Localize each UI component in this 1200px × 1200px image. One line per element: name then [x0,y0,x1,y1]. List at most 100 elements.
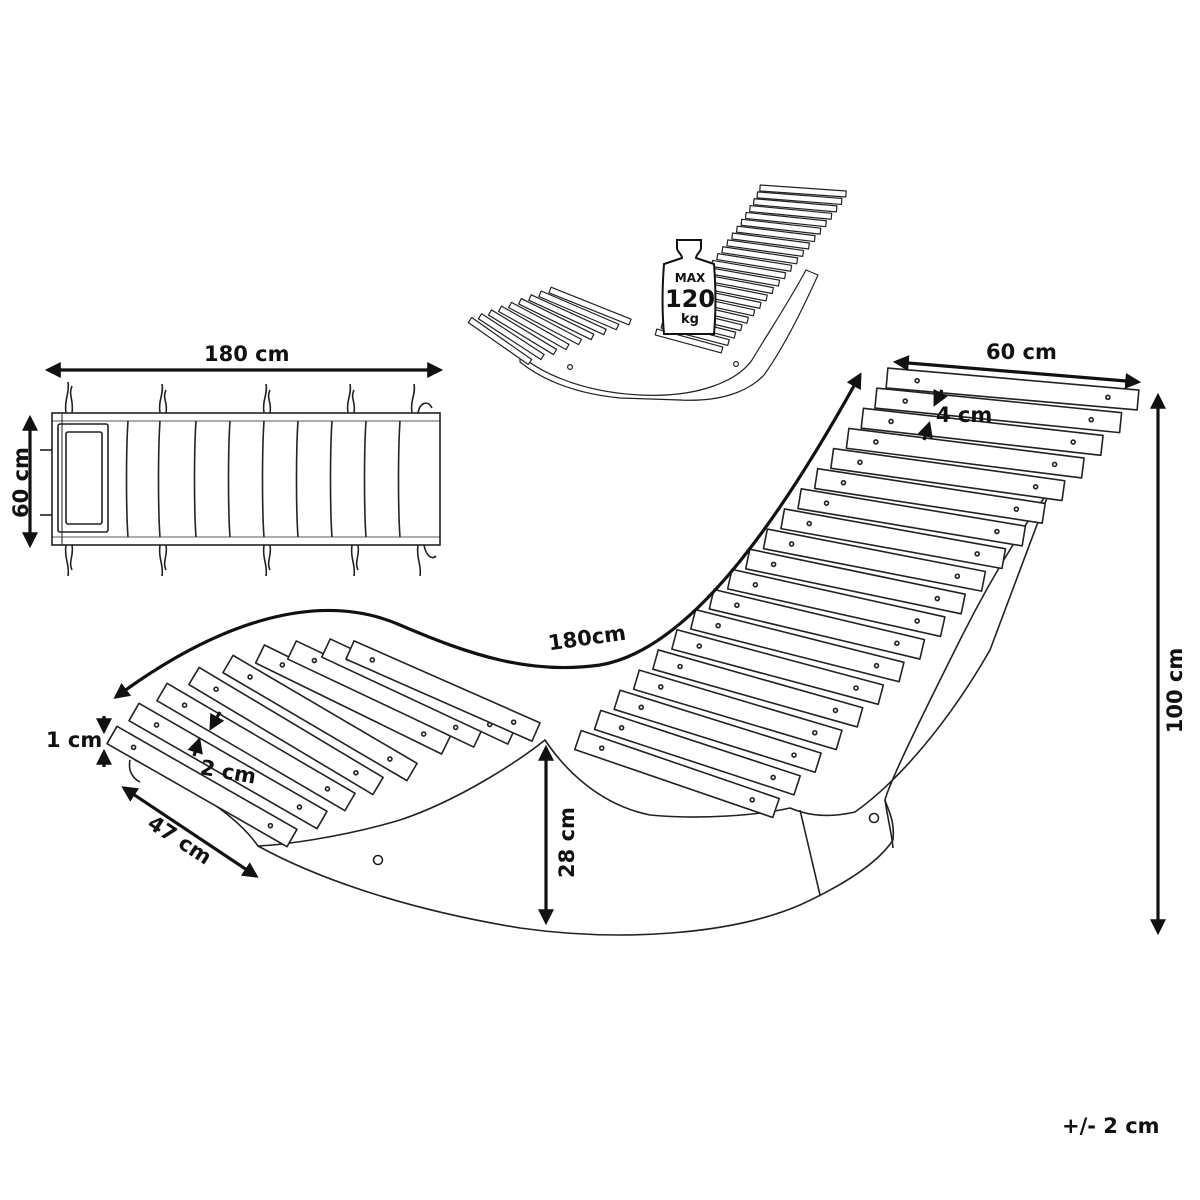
tolerance-label: +/- 2 cm [1062,1114,1160,1138]
slat-screw-hole [974,551,980,557]
backrest-slat [573,729,781,819]
slat-screw-hole [153,722,160,728]
slat-screw-hole [857,459,863,466]
max-load-value: 120 [664,285,716,313]
slat-width-arrow-b [917,420,933,441]
small-backrest-slat [752,198,838,213]
slat-screw-hole [770,774,776,781]
slat-screw-hole [213,686,219,693]
small-seat-slat [497,305,570,351]
slat-screw-hole [296,804,303,810]
slat-screw-hole [806,520,813,527]
small-seat-slat [528,294,607,336]
slat-screw-hole [914,377,920,384]
slat-width-arrow-a [933,388,948,407]
small-backrest-slat [654,328,724,354]
slat-screw-hole [638,704,645,711]
slat-screw-hole [311,657,318,664]
slat-screw-hole [832,707,839,714]
slat-screw-hole [267,822,274,829]
slat-screw-hole [888,418,894,425]
slat-screw-hole [1051,461,1058,468]
small-backrest-slat [759,184,847,198]
small-backrest-slat [756,191,843,206]
slat-screw-hole [598,745,605,751]
cushion-top-view [40,381,441,577]
small-backrest-slat [749,204,833,220]
slat-screw-hole [247,674,253,680]
slat-screw-hole [791,752,797,758]
base-depth-arrow [121,786,259,878]
cushion-length-label: 180 cm [204,342,290,366]
backrest-slat [860,407,1104,457]
slat-screw-hole [324,785,331,792]
slat-screw-hole [618,724,625,731]
slat-screw-hole [1088,416,1095,423]
slat-length-arrow [892,355,1142,389]
slat-thickness-arrow-b [187,736,203,757]
slat-screw-hole [734,602,740,609]
slat-width-label: 4 cm [936,403,993,427]
slat-screw-hole [873,439,879,445]
slat-screw-hole [1070,439,1077,445]
small-seat-slat [487,309,558,356]
slat-screw-hole [840,479,847,486]
slat-screw-hole [770,561,777,568]
total-length-arrow [113,372,862,699]
seat-height-label: 28 cm [554,807,579,878]
weight-icon [661,239,717,335]
small-backrest-slat [716,253,793,272]
small-seat-slat [467,316,533,366]
lounger-perspective-small [467,184,847,401]
slat-screw-hole [902,398,909,404]
small-seat-slat [507,301,583,346]
small-backrest-slat [731,232,810,250]
slat-length-label: 60 cm [986,340,1057,364]
max-load-label: MAX [674,271,706,285]
slat-screw-hole [130,744,137,751]
slat-screw-hole [994,528,1000,535]
slat-screw-hole [353,769,359,776]
small-backrest-slat [721,246,799,265]
dimension-arrows [22,355,1166,936]
slat-screw-hole [823,500,830,506]
small-backrest-slat [735,225,816,243]
slat-screw-hole [420,731,427,737]
slat-gap-label: 1 cm [46,728,103,752]
slat-screw-hole [387,756,393,762]
slat-screw-hole [853,685,859,691]
small-backrest-slat [744,211,827,228]
slat-screw-hole [657,684,664,690]
slat-screw-hole [788,541,795,547]
slat-screw-hole [715,622,721,629]
slat-screw-hole [696,643,703,649]
slat-screw-hole [452,724,459,731]
slat-screw-hole [1105,394,1111,401]
small-backrest-slat [740,218,822,235]
slat-screw-hole [752,582,759,588]
small-seat-slat [477,313,545,361]
slat-screw-hole [510,719,517,725]
small-backrest-slat [726,239,805,257]
slat-screw-hole [894,640,900,647]
height-label: 100 cm [1163,647,1188,734]
small-seat-slat [538,290,620,331]
slat-screw-hole [181,702,188,709]
small-seat-slat [548,286,632,326]
slat-screw-hole [954,573,961,580]
slat-screw-hole [749,797,756,803]
slat-screw-hole [914,618,920,624]
slat-screw-hole [811,729,818,736]
slat-screw-hole [279,662,286,668]
backrest-slat [593,709,802,796]
slat-screw-hole [369,657,376,663]
cushion-width-label: 60 cm [8,447,33,518]
slat-thickness-arrow-a [209,711,225,731]
slat-screw-hole [677,663,683,670]
slat-screw-hole [873,662,880,669]
slat-screw-hole [934,595,941,602]
small-seat-slat [518,297,595,341]
slat-screw-hole [1013,506,1020,512]
max-load-unit: kg [681,312,699,327]
